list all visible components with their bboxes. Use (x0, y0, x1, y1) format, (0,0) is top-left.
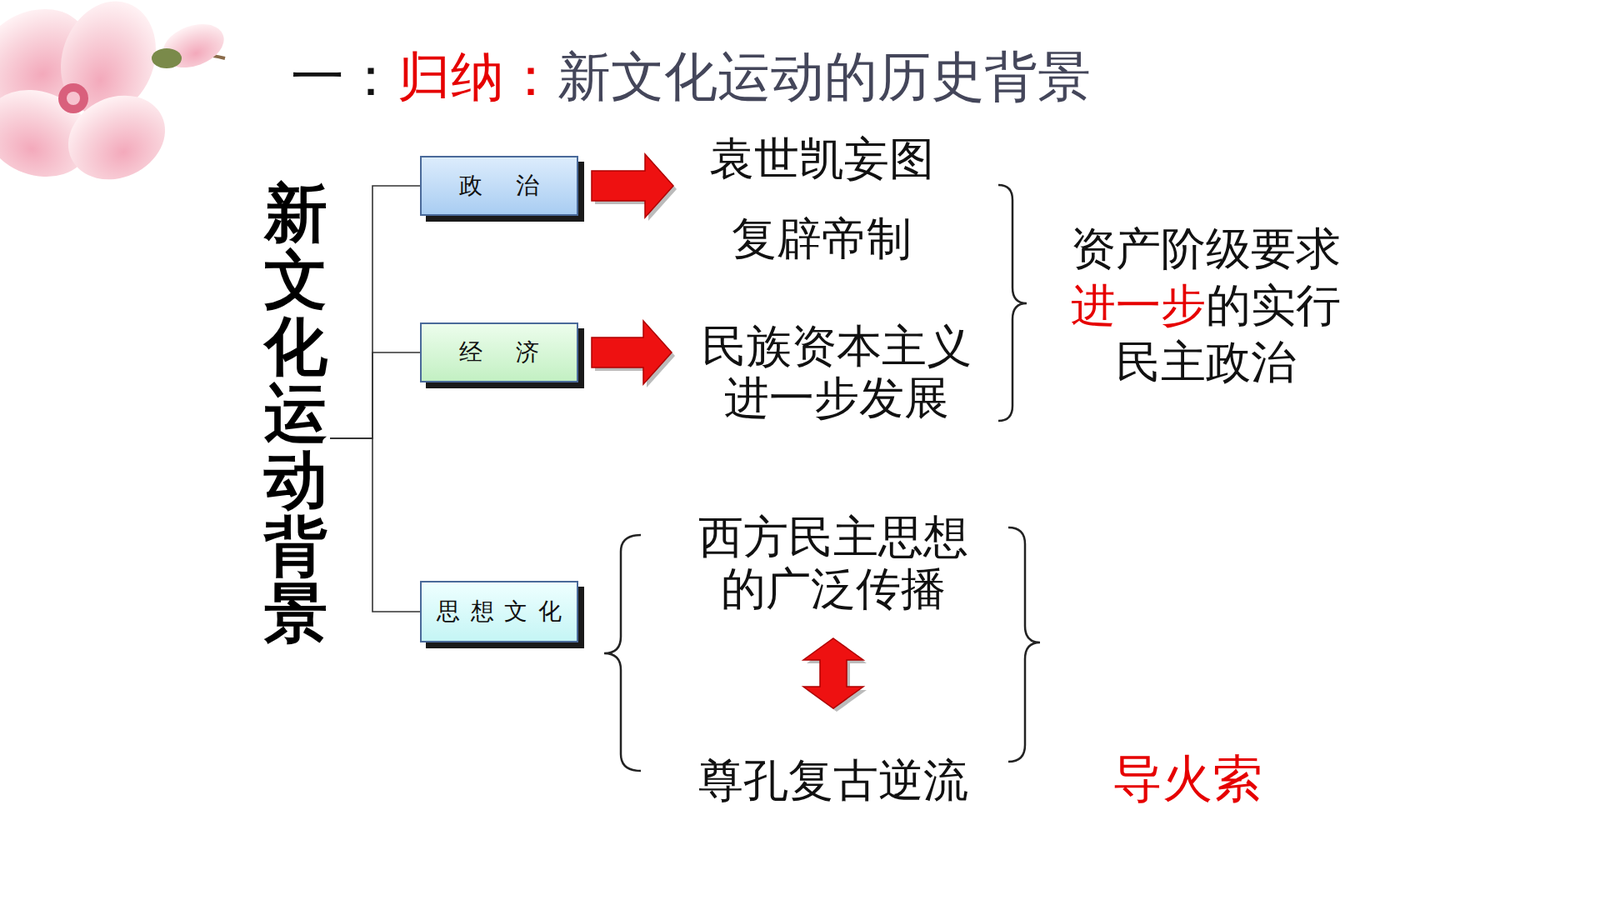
flower-center (66, 91, 80, 105)
conclusion-line-text: 资产阶级要求 (1070, 222, 1341, 275)
fact-text-node: 尊孔复古逆流 (691, 755, 975, 807)
fact-text-node: 袁世凯妄图复辟帝制 (696, 133, 947, 260)
tree-line (330, 352, 420, 439)
emphasis-text: 进一步 (1070, 280, 1206, 332)
petal (54, 80, 179, 195)
conclusion-text: 的实行 (1205, 280, 1341, 332)
connector (591, 320, 675, 388)
fact-text-node: 民族资本主义 进一步发展 (695, 320, 979, 426)
title-number: 一： (290, 45, 398, 109)
tree-line (330, 185, 420, 439)
category-box: 经济 (420, 322, 579, 383)
bud-base (151, 48, 182, 69)
category-box: 政治 (420, 155, 579, 216)
category-box: 思想文化 (420, 580, 579, 643)
root-topic: 新文化运动背景 (261, 180, 330, 650)
connector (591, 154, 677, 221)
arrow-shadow (806, 641, 867, 712)
category-text: 思想文化 (426, 595, 573, 628)
connector (803, 638, 867, 712)
brace (1008, 527, 1040, 762)
connector (330, 185, 420, 439)
trigger-note: 导火索 (1083, 750, 1292, 808)
topic-text: 新文化运动背景 (261, 180, 330, 647)
title-row: 一：归纳：新文化运动的历史背景 (290, 45, 1091, 109)
fact-text: 西方民主思想 的广泛传播 (691, 511, 975, 615)
flower-illustration (0, 0, 230, 195)
trigger-note-text: 导火索 (1112, 749, 1263, 808)
conclusion-line: 民主政治 (1058, 336, 1354, 389)
double-arrow (803, 638, 864, 709)
fact-text: 尊孔复古逆流 (691, 755, 975, 807)
slide-title: 新文化运动的历史背景 (557, 45, 1091, 109)
connector (330, 438, 420, 612)
conclusion-line: 资产阶级要求 (1058, 223, 1354, 275)
connector (330, 352, 420, 439)
category-text: 经济 (426, 336, 572, 369)
brace (998, 185, 1027, 421)
flower-center (58, 83, 89, 114)
category-text: 政治 (426, 170, 572, 202)
braces (604, 185, 1040, 771)
block-arrow (591, 320, 672, 385)
fact-text: 袁世凯妄图 (696, 133, 947, 185)
arrow-shadow (595, 157, 677, 221)
block-arrow (591, 154, 674, 218)
fact-text: 复辟帝制 (696, 213, 947, 265)
arrow-shadow (595, 324, 675, 388)
brace (604, 535, 641, 771)
tree-line (330, 438, 420, 612)
fact-text: 民族资本主义 进一步发展 (695, 320, 979, 425)
conclusion-line-text: 民主政治 (1115, 335, 1296, 389)
fact-text-node: 西方民主思想 的广泛传播 (691, 511, 975, 617)
conclusion-line: 进一步的实行 (1058, 280, 1354, 332)
title-tag: 归纳： (397, 45, 558, 109)
